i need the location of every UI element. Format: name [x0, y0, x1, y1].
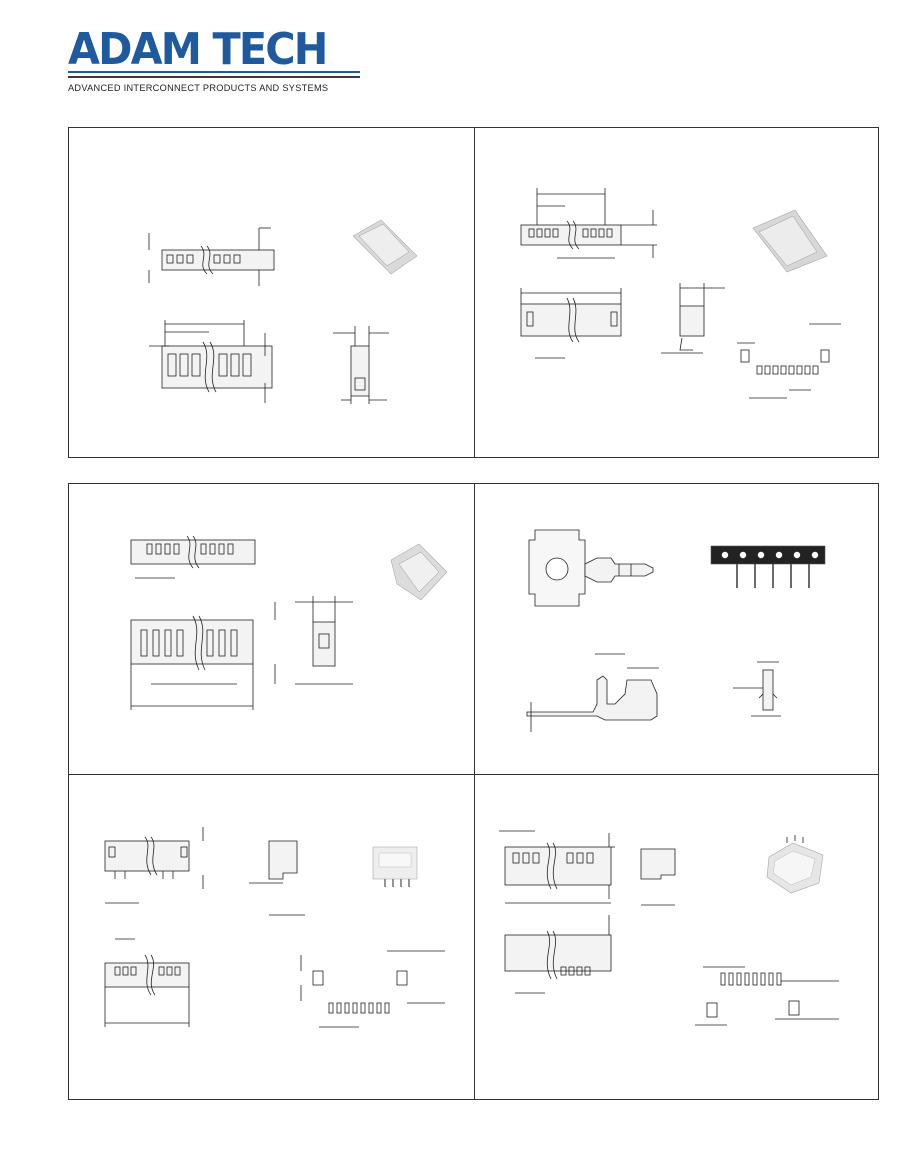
- panel-middle-right: [475, 484, 878, 773]
- drawing-middle-left: [130, 535, 448, 710]
- drawing-middle-right: [526, 529, 826, 732]
- connector-photo: [752, 209, 828, 273]
- brand-name: ADAM TECH: [68, 24, 328, 75]
- logo-rule-dark: [68, 76, 360, 78]
- bottom-frame-divider-v: [474, 483, 475, 1100]
- top-frame: [68, 127, 879, 458]
- connector-photo: [352, 219, 418, 275]
- housing-photo: [390, 543, 448, 601]
- panel-bottom-right: [475, 775, 878, 1099]
- drawing-top-right: [520, 188, 841, 399]
- brand-tagline: ADVANCED INTERCONNECT PRODUCTS AND SYSTE…: [68, 83, 329, 93]
- logo-rule-blue: [68, 71, 360, 73]
- drawing-bottom-left: [104, 827, 445, 1028]
- panel-top-left: [69, 128, 474, 457]
- drawing-bottom-right: [499, 830, 839, 1026]
- terminal-reel-photo: [710, 545, 826, 588]
- panel-bottom-left: [69, 775, 474, 1099]
- bottom-frame-divider-h: [68, 774, 879, 775]
- bottom-frame: [68, 483, 879, 1100]
- panel-middle-left: [69, 484, 474, 773]
- header-photo: [372, 846, 418, 887]
- smt-header-photo: [766, 835, 824, 894]
- panel-top-right: [475, 128, 878, 457]
- drawing-top-view: [148, 219, 418, 404]
- top-frame-divider: [474, 127, 475, 458]
- brand-logo: ADAM TECH ADVANCED INTERCONNECT PRODUCTS…: [68, 28, 360, 96]
